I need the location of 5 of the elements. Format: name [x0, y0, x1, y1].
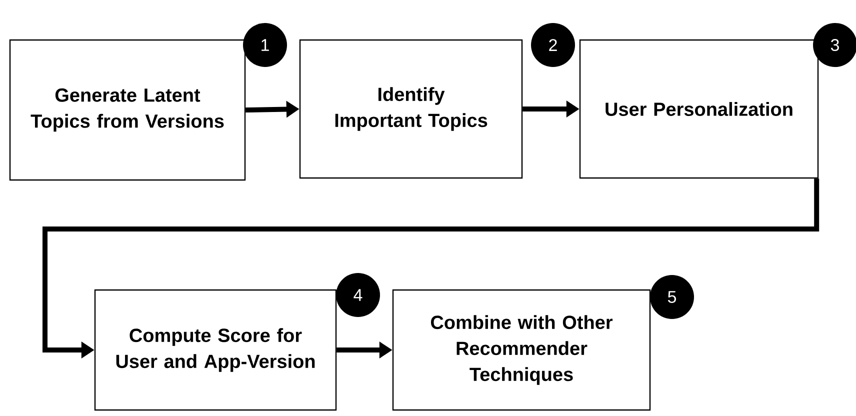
- process-box: Compute Score for User and App-Version: [94, 289, 337, 411]
- process-box: Identify Important Topics: [299, 39, 523, 179]
- process-box: User Personalization: [579, 39, 819, 179]
- process-box: Generate Latent Topics from Versions: [9, 39, 246, 181]
- process-box: Combine with Other Recommender Techniques: [392, 289, 651, 411]
